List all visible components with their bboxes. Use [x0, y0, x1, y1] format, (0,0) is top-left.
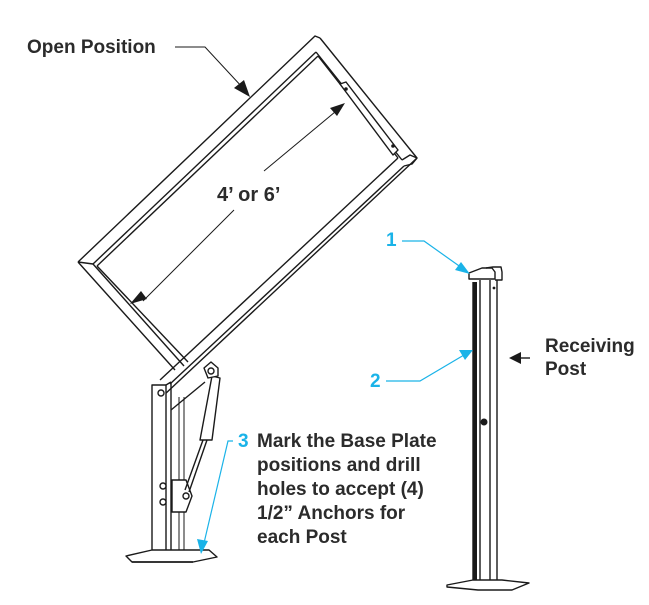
- open-position-label: Open Position: [27, 37, 156, 58]
- receiving-post: [446, 266, 530, 591]
- callout-1-number: 1: [386, 230, 397, 251]
- gas-strut-cylinder: [199, 375, 221, 441]
- open-position-leader: [175, 46, 250, 97]
- bolt-icon: [344, 87, 348, 91]
- callout-1-arrowhead: [455, 262, 470, 274]
- instruction-line: Mark the Base Plate: [257, 431, 437, 452]
- callout-1-leader: [402, 240, 470, 274]
- bolt-icon: [492, 286, 496, 290]
- callout-3-arrowhead: [197, 539, 208, 554]
- instruction-line: 1/2” Anchors for: [257, 503, 406, 524]
- instruction-line: each Post: [257, 527, 347, 548]
- callout-2-arrowhead: [459, 350, 473, 360]
- callout-2-number: 2: [370, 371, 381, 392]
- receiving-post-arrowhead: [509, 352, 521, 364]
- receiving-post-label-line2: Post: [545, 359, 587, 380]
- post-channel: [473, 282, 477, 586]
- bolt-icon: [207, 367, 215, 375]
- instruction-text: Mark the Base Plate positions and drill …: [257, 431, 437, 548]
- gate-frame: [77, 35, 418, 396]
- strut-bracket: [171, 479, 193, 513]
- gate-post: [125, 361, 221, 563]
- bolt-icon: [159, 482, 167, 490]
- bolt-icon: [157, 389, 165, 397]
- callout-2-leader: [386, 350, 473, 382]
- open-position-arrowhead: [234, 80, 250, 97]
- receiving-post-label-line1: Receiving: [545, 336, 635, 357]
- bolt-icon: [391, 144, 395, 148]
- base-plate: [446, 579, 530, 591]
- instruction-line: positions and drill: [257, 455, 421, 476]
- bolt-icon: [159, 498, 167, 506]
- bolt-icon: [480, 418, 488, 426]
- dimension-arrow: [130, 103, 345, 304]
- dimension-label: 4’ or 6’: [217, 184, 280, 206]
- callout-3-leader: [197, 440, 233, 554]
- hinge-block: [339, 81, 399, 156]
- callout-3-number: 3: [238, 431, 249, 452]
- receiving-post-leader: [509, 352, 530, 364]
- post-cap: [468, 267, 496, 280]
- dimension-arrowhead-bottom: [130, 291, 147, 304]
- instruction-line: holes to accept (4): [257, 479, 424, 500]
- base-plate: [125, 549, 218, 563]
- bolt-icon: [182, 492, 190, 500]
- dimension-arrowhead-top: [330, 103, 345, 116]
